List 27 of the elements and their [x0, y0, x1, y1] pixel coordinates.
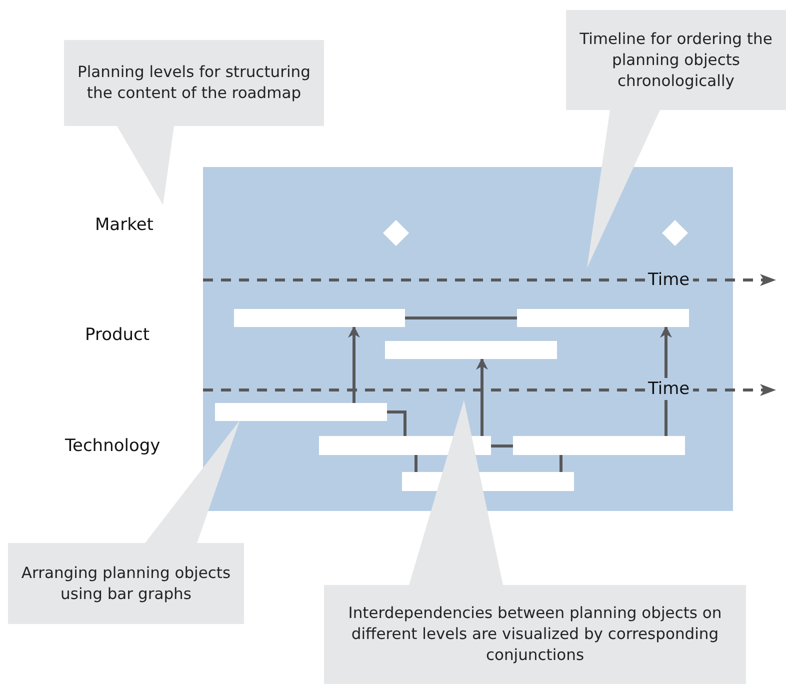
roadmap-panel: [203, 167, 733, 511]
milestone-diamond: [383, 220, 409, 246]
callout-text: Arranging planning objects using bar graphs: [20, 562, 232, 604]
connector-line: [491, 444, 513, 448]
dependency-arrow: [348, 326, 360, 403]
connector-line: [387, 410, 406, 436]
planning-bar: [517, 309, 689, 327]
callout-text: Interdependencies between planning objects on different levels are visualized by corresponding conjunctions: [347, 603, 723, 666]
callout-box: [566, 10, 786, 268]
planning-bar: [513, 436, 685, 455]
level-label: Technology: [65, 435, 160, 457]
planning-bar: [215, 403, 387, 421]
milestone-diamond: [662, 220, 688, 246]
callout-box: [324, 400, 746, 684]
connector-line: [405, 316, 517, 320]
callout-box: [64, 40, 324, 205]
planning-bar: [234, 309, 405, 327]
dependency-arrow: [476, 358, 488, 436]
planning-bar: [385, 341, 557, 359]
connector-line: [560, 455, 562, 472]
level-label: Market: [95, 214, 154, 236]
callout-box: [8, 420, 244, 624]
callout-text: Planning levels for structuring the content of the roadmap: [76, 62, 312, 104]
connector-line: [414, 455, 418, 472]
axis-label: Time: [645, 378, 693, 400]
level-label: Product: [85, 324, 150, 346]
callout-text: Timeline for ordering the planning objects chronologically: [578, 28, 774, 92]
